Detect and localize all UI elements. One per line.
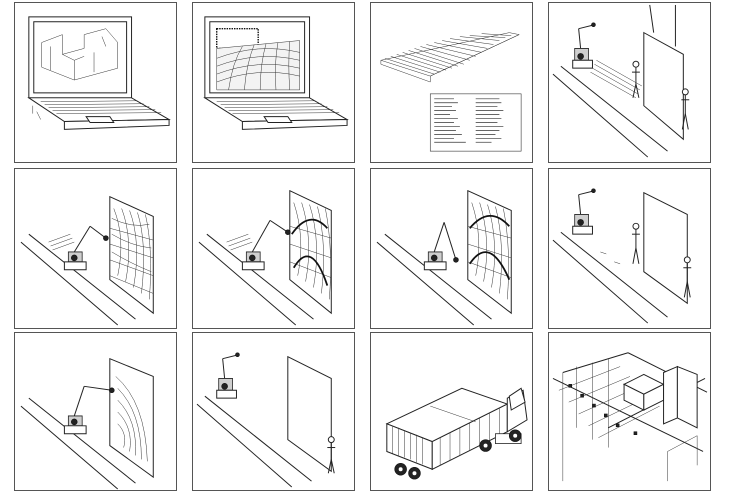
panel-building-assembly xyxy=(548,332,711,491)
panel-laptop-floorplan xyxy=(14,2,177,163)
panel-robot-finished-wall xyxy=(548,2,711,163)
robot-arm-icon xyxy=(198,189,332,326)
person-icon xyxy=(681,88,690,130)
person-icon xyxy=(327,436,336,474)
robot-arm-icon xyxy=(20,195,154,326)
panel-robot-cutting-wall-2 xyxy=(192,168,355,329)
robot-arm-icon xyxy=(552,4,690,158)
panel-truck-transport xyxy=(370,332,533,491)
panel-robot-cutting-wall-3 xyxy=(370,168,533,329)
robot-arm-icon xyxy=(376,189,512,326)
layers-icon xyxy=(379,32,522,152)
panel-robot-finished-wall-2 xyxy=(548,168,711,329)
person-icon xyxy=(631,60,640,98)
person-icon xyxy=(683,256,692,298)
person-icon xyxy=(631,222,640,264)
robot-arm-icon xyxy=(552,188,692,324)
panel-robot-plain-wall xyxy=(192,332,355,491)
building-icon xyxy=(552,352,708,482)
panel-stacked-layers xyxy=(370,2,533,163)
panel-robot-cutting-wall-1 xyxy=(14,168,177,329)
laptop-icon xyxy=(203,16,349,130)
robot-arm-icon xyxy=(20,357,154,490)
robot-arm-icon xyxy=(196,352,336,488)
laptop-icon xyxy=(27,16,171,130)
panel-robot-carving-wall xyxy=(14,332,177,491)
panel-laptop-wall-pattern xyxy=(192,2,355,163)
truck-icon xyxy=(385,387,528,480)
